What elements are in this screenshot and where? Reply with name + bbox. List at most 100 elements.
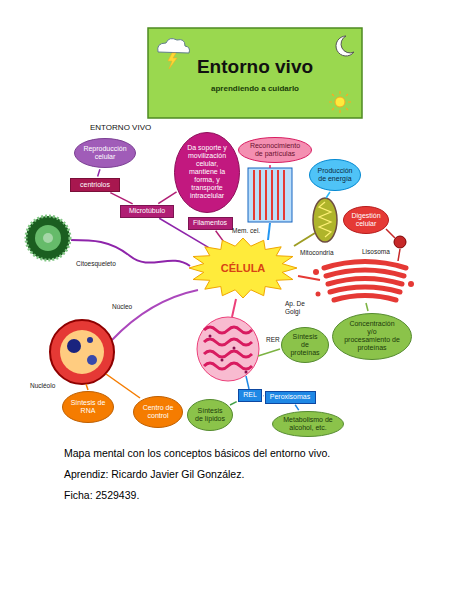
text-holder: Mitocondria: [300, 249, 334, 257]
label-text: Mitocondria: [300, 249, 334, 257]
node-text: Concentración y/o procesamiento de prote…: [344, 320, 400, 352]
label-text: Nucléolo: [30, 382, 55, 390]
text-holder: Mem. cel.: [232, 227, 260, 235]
ribosome-dot: [245, 371, 248, 374]
mitochondria-cristae: [319, 202, 331, 237]
branch-line: [269, 165, 271, 168]
text-holder: Nucléolo: [30, 382, 55, 390]
center-starburst: CÉLULA: [188, 237, 298, 299]
branch-line: [386, 229, 395, 238]
golgi-picture: [324, 262, 406, 301]
label-text: RER: [266, 336, 280, 344]
ellipse-shape: [175, 132, 240, 212]
connector-line: [230, 402, 237, 405]
text-holder: Núcleo: [112, 303, 132, 311]
moon-icon: [336, 36, 354, 56]
function-ellipse: Digestión celular: [343, 206, 389, 234]
node-text: Centro de control: [141, 404, 176, 420]
function-ellipse: Metabolismo de alcohol, etc.: [272, 411, 344, 437]
text-holder: aprendiendo a cuidarlo: [211, 84, 299, 94]
node-text: Filamentos: [193, 219, 228, 227]
label-text: Citoesqueleto: [76, 260, 116, 268]
lysosome-picture: [394, 236, 406, 248]
ellipse-shape: [282, 328, 329, 363]
text-holder: Mapa mental con los conceptos básicos de…: [64, 447, 330, 460]
ellipse-shape: [273, 412, 344, 437]
function-ellipse: Síntesis de proteínas: [281, 327, 329, 363]
ellipse-shape: [63, 392, 114, 423]
label-text: Ap. De Golgi: [285, 300, 315, 316]
ribosome-dot: [221, 359, 224, 362]
ellipse-shape: [239, 138, 312, 163]
label-text: Núcleo: [112, 303, 132, 311]
label-box: Peroxisomas: [265, 391, 316, 404]
rer-picture: [197, 317, 259, 381]
chromatin-blob: [87, 355, 97, 365]
function-ellipse: Da soporte y movilización celular, manti…: [174, 132, 240, 213]
branch-line: [112, 290, 198, 340]
ellipse-shape: [344, 207, 389, 234]
nucleus-inner: [60, 330, 104, 374]
text-holder: Lisosoma: [362, 248, 390, 256]
node-text: Síntesis de RNA: [70, 399, 106, 415]
branch-line: [268, 223, 270, 240]
connector-line: [98, 169, 100, 176]
branch-line: [298, 276, 320, 280]
node-text: CÉLULA: [210, 262, 276, 275]
branch-line: [246, 376, 249, 389]
ribosome-dot: [209, 335, 212, 338]
membrane-picture: [248, 168, 292, 222]
node-text: Reproducción celular: [83, 145, 126, 161]
text-holder: Aprendiz: Ricardo Javier Gil González.: [64, 468, 244, 481]
label-box: REL: [238, 389, 262, 402]
golgi-vesicle: [408, 281, 414, 287]
function-ellipse: Síntesis de lípidos: [187, 399, 233, 431]
ribosome-dot: [233, 347, 236, 350]
function-ellipse: Síntesis de RNA: [62, 391, 114, 423]
starburst-shape: [189, 238, 297, 298]
node-text: Metabolismo de alcohol, etc.: [283, 416, 333, 432]
branch-line: [258, 349, 280, 356]
node-text: Peroxisomas: [270, 393, 311, 401]
branch-line: [232, 299, 236, 317]
label-text: ENTORNO VIVO: [90, 123, 151, 133]
function-ellipse: Producción de energía: [309, 159, 361, 191]
cytoskeleton-picture: [26, 216, 70, 260]
function-ellipse: Reproducción celular: [74, 138, 136, 168]
sun-rays: [329, 91, 351, 113]
label-box: Filamentos: [188, 217, 233, 230]
golgi-vesicle: [316, 292, 321, 297]
mitochondria-picture: [313, 198, 337, 242]
nucleolus-picture: [67, 339, 81, 353]
label-text: Lisosoma: [362, 248, 390, 256]
golgi-vesicle: [313, 269, 319, 275]
label-text: Ficha: 2529439.: [64, 489, 139, 502]
branch-line: [86, 384, 88, 390]
branch-line: [294, 233, 315, 246]
node-text: Reconocimiento de partículas: [249, 142, 301, 158]
node-text: centriolos: [75, 181, 115, 189]
node-text: Síntesis de proteínas: [288, 333, 322, 357]
function-ellipse: Centro de control: [133, 396, 183, 428]
chromatin-blob: [87, 337, 93, 343]
text-holder: Entorno vivo: [197, 56, 313, 79]
nucleus-picture: [50, 320, 114, 384]
ellipse-shape: [333, 313, 412, 359]
label-box: Microtúbulo: [120, 205, 174, 218]
ellipse-shape: [310, 160, 361, 191]
function-ellipse: Reconocimiento de partículas: [238, 137, 312, 163]
node-text: REL: [243, 391, 257, 399]
title-banner: [148, 28, 362, 118]
sun-icon: [335, 97, 345, 107]
text-holder: Citoesqueleto: [76, 260, 116, 268]
label-box: centriolos: [70, 178, 120, 192]
lightning-icon: [168, 53, 177, 69]
cloud-icon: [158, 39, 190, 53]
node-text: Microtúbulo: [125, 207, 169, 215]
label-text: Aprendiz: Ricardo Javier Gil González.: [64, 468, 244, 481]
ellipse-shape: [75, 139, 136, 168]
connector-line: [110, 193, 132, 204]
node-text: Da soporte y movilización celular, manti…: [184, 144, 230, 200]
cytoskeleton-center: [43, 233, 53, 243]
